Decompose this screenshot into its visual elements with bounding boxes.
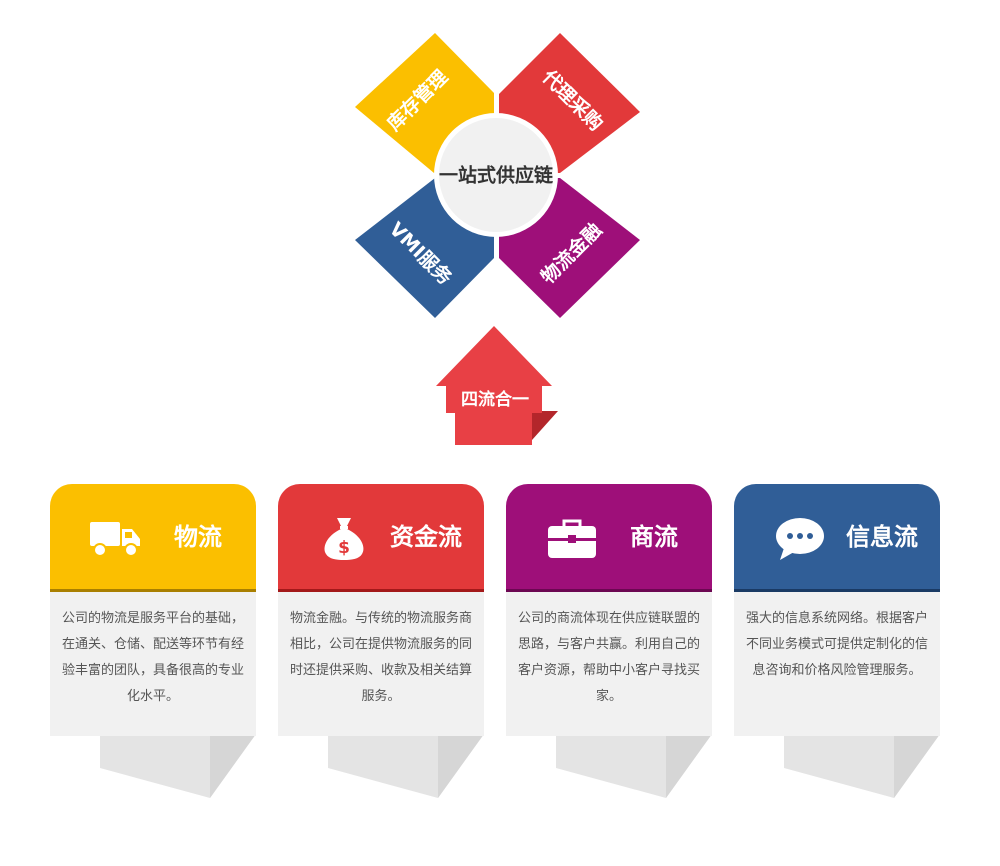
money-bag-icon: $ <box>324 518 364 560</box>
svg-text:$: $ <box>338 538 350 558</box>
card-title: 资金流 <box>390 523 462 551</box>
card-ribbon <box>556 724 712 798</box>
merge-arrow-ribbon-fold <box>532 411 558 440</box>
card-title: 信息流 <box>846 523 918 551</box>
card-title: 物流 <box>174 523 222 551</box>
card-header: 商流 <box>506 484 712 592</box>
supply-chain-diagram: 库存管理 代理采购 VMI服务 物流金融 一站式供应链 四流合一 <box>355 33 640 445</box>
card-header: 信息流 <box>734 484 940 592</box>
merge-arrow: 四流合一 <box>436 326 558 445</box>
card-body: 强大的信息系统网络。根据客户不同业务模式可提供定制化的信息咨询和价格风险管理服务… <box>734 592 940 736</box>
hub-label: 一站式供应链 <box>439 164 553 187</box>
card-description: 物流金融。与传统的物流服务商相比，公司在提供物流服务的同时还提供采购、收款及相关… <box>290 611 473 704</box>
card-description: 公司的商流体现在供应链联盟的思路，与客户共赢。利用自己的客户资源，帮助中小客户寻… <box>518 611 701 704</box>
card-header: $ 资金流 <box>278 484 484 592</box>
hub-circle: 一站式供应链 <box>434 113 558 237</box>
card-ribbon <box>784 724 940 798</box>
card-ribbon <box>328 724 484 798</box>
card-ribbon <box>100 724 256 798</box>
merge-arrow-banner <box>446 385 542 413</box>
card-capital-flow: $ 资金流 物流金融。与传统的物流服务商相比，公司在提供物流服务的同时还提供采购… <box>278 484 484 804</box>
card-description: 强大的信息系统网络。根据客户不同业务模式可提供定制化的信息咨询和价格风险管理服务… <box>746 611 929 678</box>
card-description: 公司的物流是服务平台的基础，在通关、仓储、配送等环节有经验丰富的团队，具备很高的… <box>62 611 245 704</box>
card-body: 物流金融。与传统的物流服务商相比，公司在提供物流服务的同时还提供采购、收款及相关… <box>278 592 484 736</box>
card-body: 公司的商流体现在供应链联盟的思路，与客户共赢。利用自己的客户资源，帮助中小客户寻… <box>506 592 712 736</box>
card-header: 物流 <box>50 484 256 592</box>
card-logistics: 物流 公司的物流是服务平台的基础，在通关、仓储、配送等环节有经验丰富的团队，具备… <box>50 484 256 804</box>
chat-bubble-icon <box>776 518 824 560</box>
card-commerce-flow: 商流 公司的商流体现在供应链联盟的思路，与客户共赢。利用自己的客户资源，帮助中小… <box>506 484 712 804</box>
card-information-flow: 信息流 强大的信息系统网络。根据客户不同业务模式可提供定制化的信息咨询和价格风险… <box>734 484 940 804</box>
truck-icon <box>90 522 140 557</box>
card-body: 公司的物流是服务平台的基础，在通关、仓储、配送等环节有经验丰富的团队，具备很高的… <box>50 592 256 736</box>
briefcase-icon <box>548 519 596 558</box>
card-title: 商流 <box>630 523 678 551</box>
merge-arrow-label: 四流合一 <box>461 389 529 410</box>
